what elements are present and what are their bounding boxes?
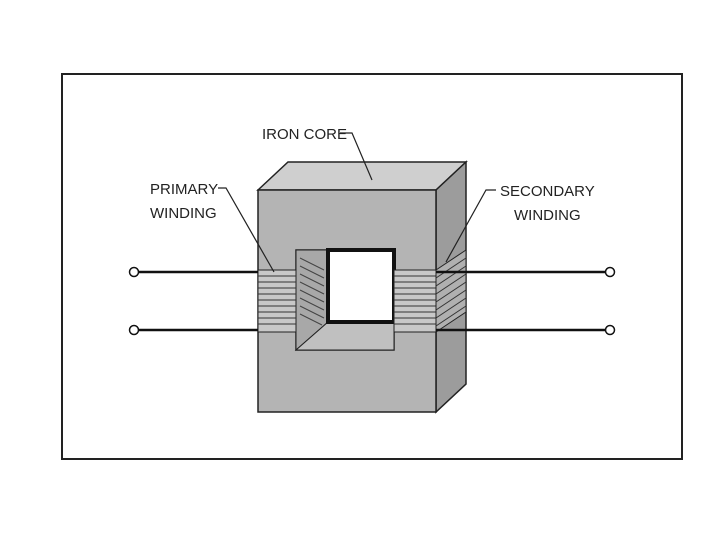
primary-leader-line	[218, 187, 275, 273]
core-window-opening	[326, 248, 396, 324]
primary-terminal-top	[128, 266, 140, 278]
core-label: IRON CORE	[262, 126, 347, 143]
secondary-terminal-bottom	[604, 324, 616, 336]
core-leader-line	[340, 132, 373, 181]
primary-terminal-bottom	[128, 324, 140, 336]
secondary-leader-line	[445, 189, 496, 263]
secondary-label-line2: WINDING	[514, 207, 581, 224]
primary-label-line2: WINDING	[150, 205, 217, 222]
primary-label-line1: PRIMARY	[150, 181, 218, 198]
secondary-terminal-top	[604, 266, 616, 278]
core-top-face	[256, 161, 468, 191]
secondary-winding	[393, 249, 467, 333]
secondary-label-line1: SECONDARY	[500, 183, 595, 200]
primary-winding	[257, 257, 325, 333]
